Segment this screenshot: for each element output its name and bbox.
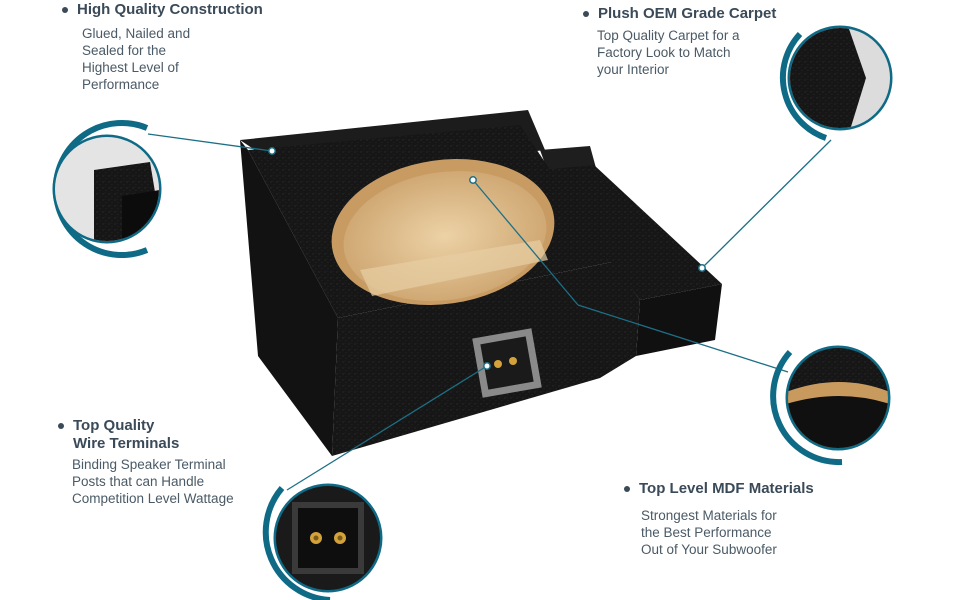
callout-construction: High Quality Construction Glued, Nailed … xyxy=(62,1,263,93)
bullet-icon xyxy=(62,7,68,13)
callout-body: Binding Speaker Terminal Posts that can … xyxy=(72,457,234,506)
zoom-circle-construction xyxy=(52,120,162,258)
callout-title: High Quality Construction xyxy=(77,1,263,18)
bullet-icon xyxy=(624,486,630,492)
zoom-circle-carpet xyxy=(779,25,893,141)
callout-mdf: Top Level MDF Materials Strongest Materi… xyxy=(624,480,831,558)
callout-body: Glued, Nailed and Sealed for the Highest… xyxy=(82,26,191,92)
callout-dots xyxy=(268,147,706,370)
callout-title: Plush OEM Grade Carpet xyxy=(598,5,777,22)
callout-body: Strongest Materials for the Best Perform… xyxy=(641,508,777,557)
bullet-icon xyxy=(58,423,64,429)
callout-lines xyxy=(147,133,832,491)
callout-body: Top Quality Carpet for a Factory Look to… xyxy=(597,28,740,77)
zoom-circle-mdf xyxy=(770,345,891,466)
subwoofer-box xyxy=(240,110,722,456)
callout-terminals: Top Quality Wire Terminals Binding Speak… xyxy=(58,417,292,507)
callout-title: Top Level MDF Materials xyxy=(639,480,814,497)
bullet-icon xyxy=(583,11,589,17)
callout-carpet: Plush OEM Grade Carpet Top Quality Carpe… xyxy=(583,5,787,78)
callout-title: Top Quality Wire Terminals xyxy=(73,417,180,452)
zoom-circle-terminals xyxy=(262,483,383,600)
